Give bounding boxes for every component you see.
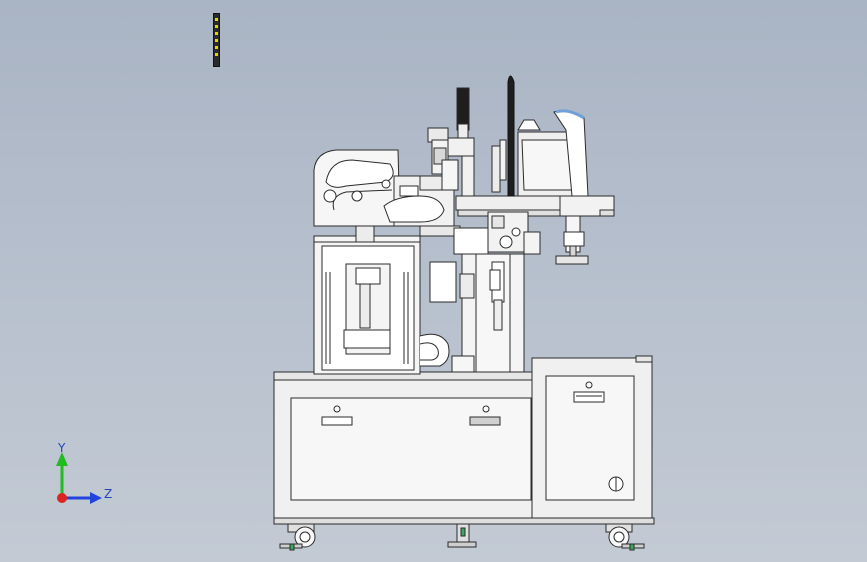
toolbar-handle[interactable] (213, 13, 220, 67)
z-axis-arrow-icon (90, 492, 102, 504)
y-axis-label: Y (57, 441, 66, 455)
center-post (419, 235, 525, 373)
plinth (273, 517, 655, 525)
leveling-foot-center (447, 523, 477, 548)
main-frame (313, 225, 421, 375)
sensor-details (451, 269, 532, 373)
base-cabinet (273, 371, 547, 521)
electrical-cabinet (531, 355, 653, 521)
y-axis-arrow-icon (56, 452, 68, 466)
axis-triad: Y Z (56, 441, 112, 504)
caster-left (279, 523, 316, 551)
gripper-head (453, 211, 541, 255)
scara-robot (517, 109, 615, 217)
robot-arm (491, 75, 541, 197)
caster-right (605, 523, 645, 551)
upper-actuators (427, 87, 475, 197)
end-effector (555, 215, 589, 265)
z-axis-label: Z (104, 487, 112, 501)
origin-icon (57, 493, 67, 503)
